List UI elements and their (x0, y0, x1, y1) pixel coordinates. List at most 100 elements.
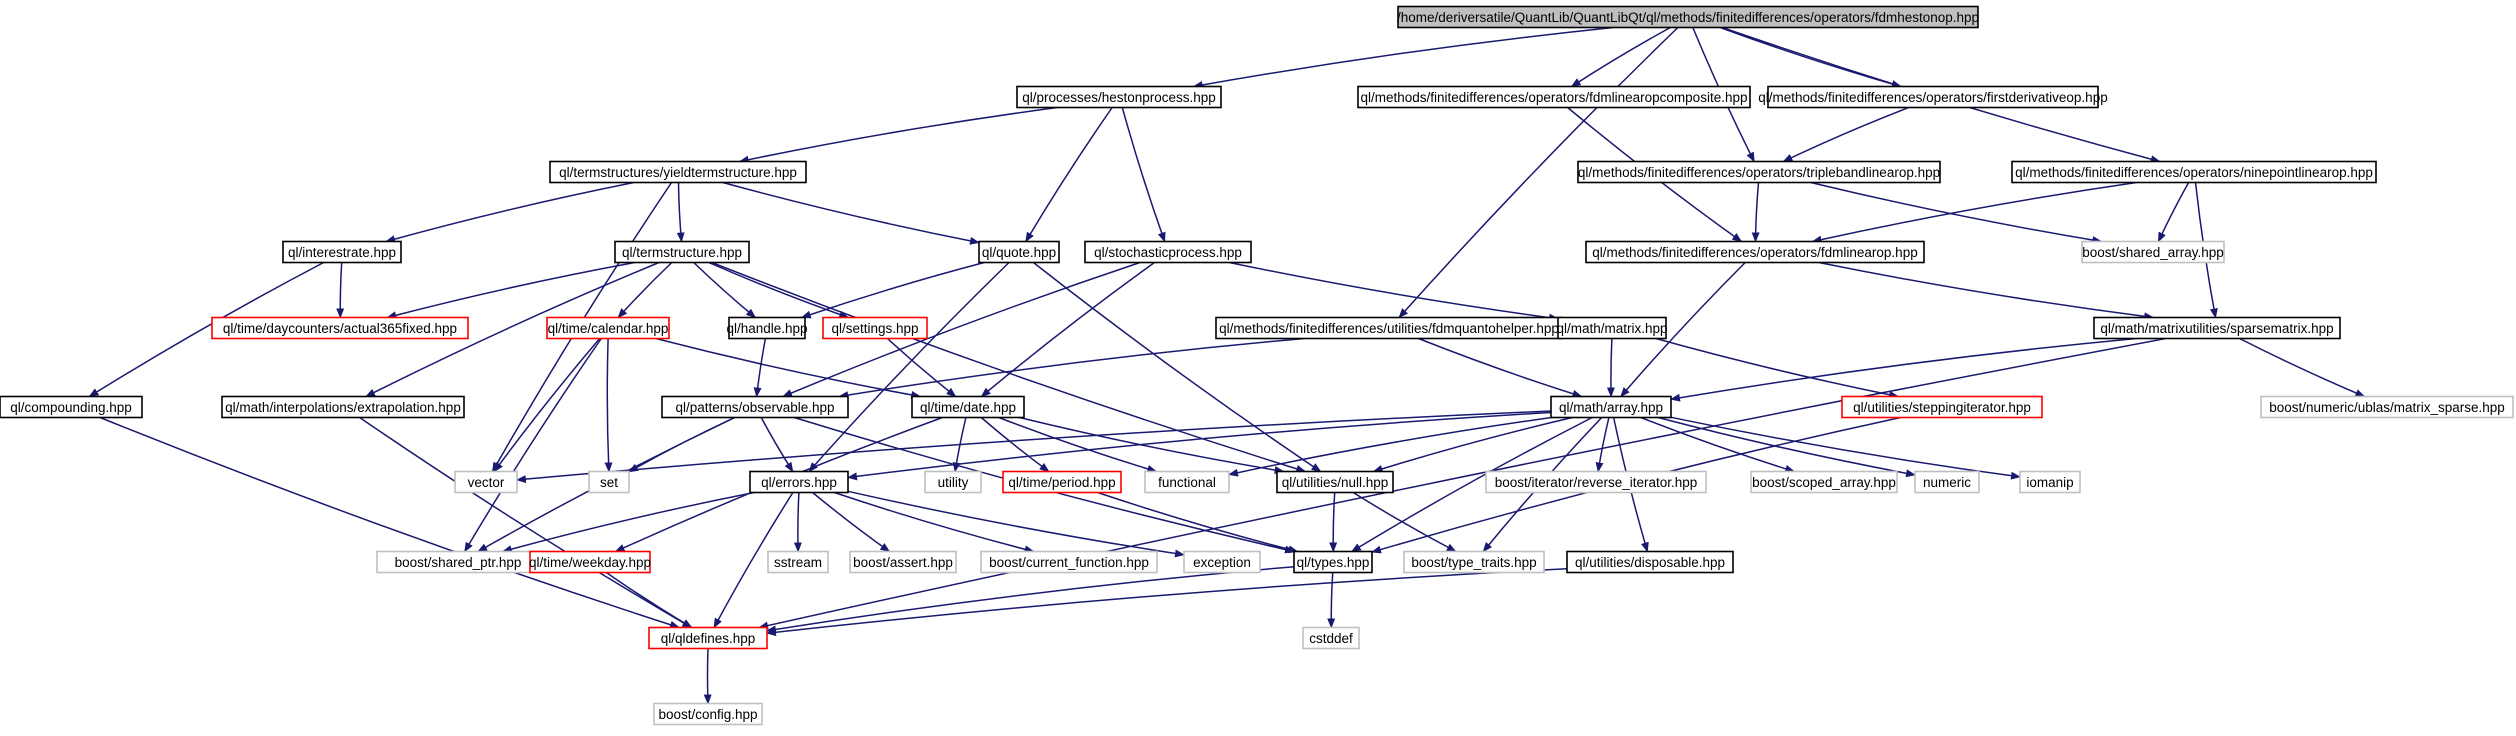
node-box-extrapolation (221, 395, 465, 419)
node-box-exception (1183, 550, 1261, 574)
node-errors[interactable]: ql/errors.hpp (749, 470, 849, 494)
node-label-array: ql/math/array.hpp (1559, 400, 1663, 415)
node-reverse_iterator[interactable]: boost/iterator/reverse_iterator.hpp (1485, 470, 1707, 494)
edge-array-to-functional (1228, 416, 1552, 477)
node-label-cstddef: cstddef (1309, 631, 1353, 646)
node-actual365fixed[interactable]: ql/time/daycounters/actual365fixed.hpp (211, 316, 469, 340)
node-label-assert: boost/assert.hpp (853, 555, 953, 570)
node-label-actual365fixed: ql/time/daycounters/actual365fixed.hpp (223, 321, 457, 336)
node-observable[interactable]: ql/patterns/observable.hpp (661, 395, 849, 419)
node-set[interactable]: set (588, 470, 630, 494)
node-box-quote (978, 240, 1060, 264)
node-iomanip[interactable]: iomanip (2019, 470, 2081, 494)
node-box-firstderivativeop (1767, 85, 2099, 109)
edge-array-to-errors (847, 411, 1552, 481)
node-handle[interactable]: ql/handle.hpp (726, 316, 808, 340)
node-label-compounding: ql/compounding.hpp (10, 400, 132, 415)
node-hestonprocess[interactable]: ql/processes/hestonprocess.hpp (1016, 85, 1222, 109)
node-disposable[interactable]: ql/utilities/disposable.hpp (1566, 550, 1734, 574)
node-label-matrix_sparse: boost/numeric/ublas/matrix_sparse.hpp (2269, 400, 2505, 415)
node-utility[interactable]: utility (924, 470, 982, 494)
node-firstderivativeop[interactable]: ql/methods/finitedifferences/operators/f… (1758, 85, 2108, 109)
node-matrix[interactable]: ql/math/matrix.hpp (1556, 316, 1668, 340)
node-compounding[interactable]: ql/compounding.hpp (0, 395, 143, 419)
node-assert[interactable]: boost/assert.hpp (849, 550, 957, 574)
edge-array-to-numeric (1657, 416, 1916, 478)
edge-hestonprocess-to-stochasticprocess (1121, 107, 1166, 243)
node-numeric[interactable]: numeric (1914, 470, 1980, 494)
node-box-vector (454, 470, 518, 494)
node-label-firstderivativeop: ql/methods/finitedifferences/operators/f… (1758, 90, 2107, 105)
node-box-disposable (1566, 550, 1734, 574)
node-current_function[interactable]: boost/current_function.hpp (980, 550, 1158, 574)
node-vector[interactable]: vector (454, 470, 518, 494)
node-period[interactable]: ql/time/period.hpp (1002, 470, 1122, 494)
node-qldefines[interactable]: ql/qldefines.hpp (648, 626, 768, 650)
node-null[interactable]: ql/utilities/null.hpp (1276, 470, 1394, 494)
node-label-yieldtermstructure: ql/termstructures/yieldtermstructure.hpp (559, 165, 797, 180)
edge-period-to-types (1097, 491, 1299, 554)
node-box-fdmlinearopcomposite (1357, 85, 1751, 109)
node-box-fdmlinearop (1585, 240, 1925, 264)
node-triplebandlinearop[interactable]: ql/methods/finitedifferences/operators/t… (1577, 160, 1941, 184)
node-functional[interactable]: functional (1144, 470, 1230, 494)
node-config[interactable]: boost/config.hpp (653, 702, 763, 726)
node-type_traits[interactable]: boost/type_traits.hpp (1403, 550, 1545, 574)
node-array[interactable]: ql/math/array.hpp (1550, 395, 1672, 419)
node-calendar[interactable]: ql/time/calendar.hpp (546, 316, 670, 340)
node-label-date: ql/time/date.hpp (920, 400, 1016, 415)
node-root[interactable]: /home/deriversatile/QuantLib/QuantLibQt/… (1397, 5, 1979, 29)
node-fdmlinearop[interactable]: ql/methods/finitedifferences/operators/f… (1585, 240, 1925, 264)
node-box-handle (728, 316, 806, 340)
node-box-ninepointlinearop (2011, 160, 2377, 184)
nodes-layer: /home/deriversatile/QuantLib/QuantLibQt/… (0, 5, 2514, 726)
node-box-numeric (1914, 470, 1980, 494)
node-date[interactable]: ql/time/date.hpp (911, 395, 1025, 419)
edge-array-to-types (1350, 416, 1593, 553)
node-exception[interactable]: exception (1183, 550, 1261, 574)
node-stochasticprocess[interactable]: ql/stochasticprocess.hpp (1084, 240, 1252, 264)
edge-errors-to-assert (812, 491, 891, 553)
edge-hestonprocess-to-quote (1025, 107, 1113, 243)
node-fdmlinearopcomposite[interactable]: ql/methods/finitedifferences/operators/f… (1357, 85, 1751, 109)
node-shared_ptr[interactable]: boost/shared_ptr.hpp (376, 550, 540, 574)
node-label-shared_array: boost/shared_array.hpp (2082, 245, 2224, 260)
node-quote[interactable]: ql/quote.hpp (978, 240, 1060, 264)
node-steppingiterator[interactable]: ql/utilities/steppingiterator.hpp (1841, 395, 2043, 419)
node-cstddef[interactable]: cstddef (1302, 626, 1360, 650)
node-shared_array[interactable]: boost/shared_array.hpp (2081, 240, 2225, 264)
node-weekday[interactable]: ql/time/weekday.hpp (529, 550, 651, 574)
edge-stochasticprocess-to-date (980, 261, 1155, 398)
edge-root-to-fdmquantohelper (1398, 26, 1679, 319)
node-fdmquantohelper[interactable]: ql/methods/finitedifferences/utilities/f… (1215, 316, 1563, 340)
node-termstructure[interactable]: ql/termstructure.hpp (614, 240, 750, 264)
edge-hestonprocess-to-yieldtermstructure (738, 106, 1058, 164)
edge-sparsematrix-to-matrix_sparse (2239, 337, 2366, 398)
edge-root-to-hestonprocess (1192, 26, 1614, 89)
node-yieldtermstructure[interactable]: ql/termstructures/yieldtermstructure.hpp (549, 160, 807, 184)
node-box-set (588, 470, 630, 494)
node-settings[interactable]: ql/settings.hpp (822, 316, 928, 340)
node-box-actual365fixed (211, 316, 469, 340)
node-matrix_sparse[interactable]: boost/numeric/ublas/matrix_sparse.hpp (2260, 395, 2514, 419)
node-box-assert (849, 550, 957, 574)
node-label-exception: exception (1193, 555, 1251, 570)
node-label-root: /home/deriversatile/QuantLib/QuantLibQt/… (1397, 10, 1979, 25)
edge-yieldtermstructure-to-interestrate (385, 181, 635, 243)
node-scoped_array[interactable]: boost/scoped_array.hpp (1750, 470, 1898, 494)
edge-root-to-fdmlinearopcomposite (1570, 26, 1671, 88)
node-ninepointlinearop[interactable]: ql/methods/finitedifferences/operators/n… (2011, 160, 2377, 184)
edge-null-to-types (1329, 492, 1338, 553)
edge-stochasticprocess-to-observable (782, 261, 1141, 398)
node-interestrate[interactable]: ql/interestrate.hpp (282, 240, 402, 264)
edge-fdmquantohelper-to-array (1418, 337, 1583, 398)
edge-quote-to-errors (808, 261, 1010, 473)
node-sparsematrix[interactable]: ql/math/matrixutilities/sparsematrix.hpp (2093, 316, 2341, 340)
node-label-shared_ptr: boost/shared_ptr.hpp (395, 555, 522, 570)
node-box-types (1293, 550, 1373, 574)
node-types[interactable]: ql/types.hpp (1293, 550, 1373, 574)
node-box-shared_array (2081, 240, 2225, 264)
node-extrapolation[interactable]: ql/math/interpolations/extrapolation.hpp (221, 395, 465, 419)
node-sstream[interactable]: sstream (767, 550, 829, 574)
